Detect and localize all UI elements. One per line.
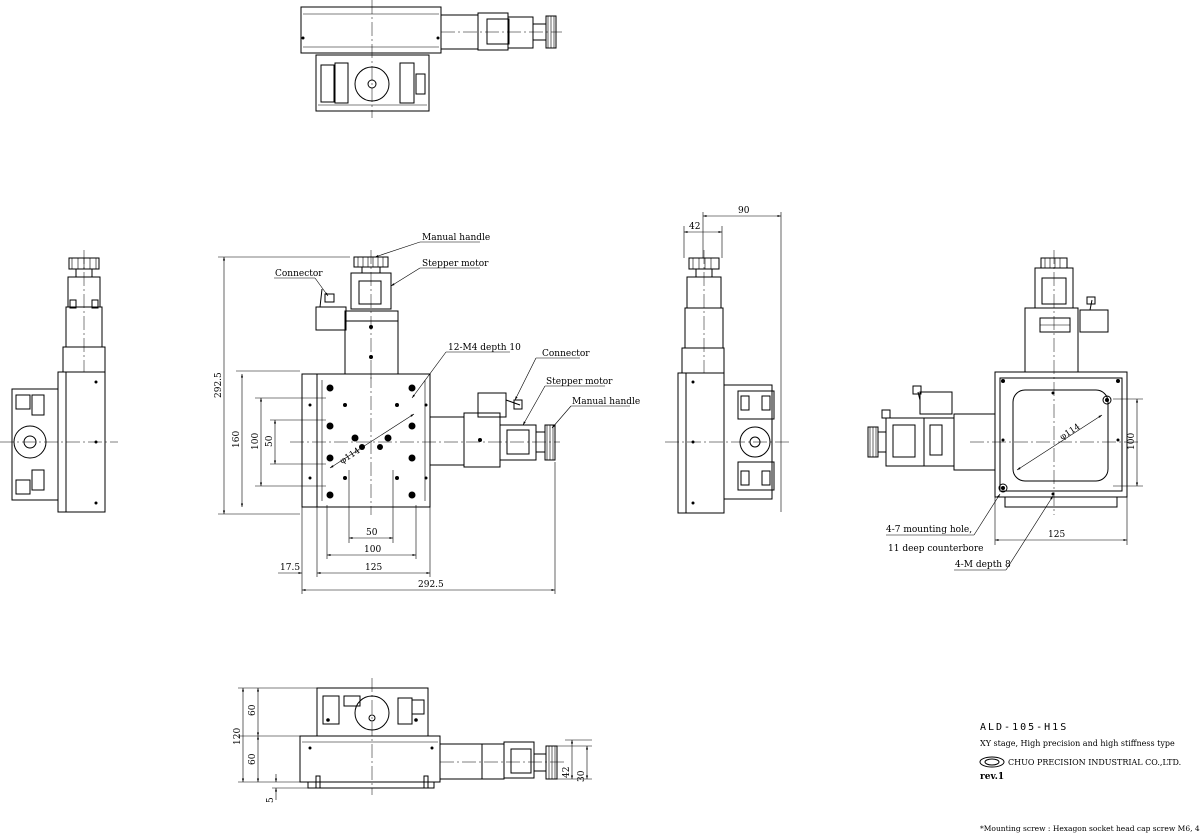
main-plan-view: φ114 292.5 160 100 50 [214, 233, 640, 594]
right-side-view: 90 42 [665, 206, 790, 514]
dim-diameter-114: φ114 [338, 446, 362, 466]
model-number: ALD-105-H1S [980, 722, 1068, 733]
dim-50-horizontal: 50 [366, 528, 378, 538]
model-description: XY stage, High precision and high stiffn… [980, 739, 1175, 748]
label-counterbore: 11 deep counterbore [888, 544, 983, 554]
title-block: ALD-105-H1S XY stage, High precision and… [979, 722, 1200, 833]
dim-292-5-vertical: 292.5 [214, 372, 224, 398]
mounting-screw-note: *Mounting screw : Hexagon socket head ca… [980, 824, 1200, 833]
label-connector-right: Connector [542, 349, 590, 359]
company-logo-icon [979, 756, 1005, 768]
dim-100-horizontal: 100 [364, 545, 381, 555]
company-name: CHUO PRECISION INDUSTRIAL CO.,LTD. [1008, 758, 1181, 767]
dim-60-lower: 60 [248, 753, 258, 765]
front-view: 120 60 60 5 42 30 [233, 678, 592, 803]
revision: rev.1 [980, 772, 1004, 782]
label-manual-handle-right: Manual handle [572, 397, 640, 407]
dim-120: 120 [233, 728, 243, 745]
dim-42-top: 42 [689, 222, 700, 232]
dim-60-upper: 60 [248, 704, 258, 716]
dim-125: 125 [365, 563, 382, 573]
dim-diameter-114-right: φ114 [1058, 422, 1082, 442]
label-stepper-motor: Stepper motor [422, 259, 489, 269]
label-connector: Connector [275, 269, 323, 279]
dim-100-right: 100 [1127, 433, 1137, 450]
label-manual-handle: Manual handle [422, 233, 490, 243]
label-m-depth: 4-M depth 8 [955, 560, 1011, 570]
dim-30: 30 [577, 770, 587, 782]
dim-5: 5 [266, 797, 276, 803]
dim-125-right: 125 [1048, 530, 1065, 540]
dim-160: 160 [232, 431, 242, 448]
dim-292-5-horizontal: 292.5 [418, 580, 444, 590]
bottom-view: φ114 100 125 4-7 mounting hole, 11 deep … [867, 250, 1143, 571]
label-stepper-motor-right: Stepper motor [546, 377, 613, 387]
label-mounting-hole: 4-7 mounting hole, [886, 525, 972, 535]
top-side-view [300, 0, 562, 118]
dim-17-5: 17.5 [280, 563, 300, 573]
dim-100-vertical: 100 [251, 433, 261, 450]
left-side-view [0, 250, 118, 513]
dim-50-vertical: 50 [265, 435, 275, 447]
label-tapped-holes: 12-M4 depth 10 [448, 343, 521, 353]
dim-42-bottom: 42 [562, 767, 572, 778]
dim-90: 90 [738, 206, 750, 216]
